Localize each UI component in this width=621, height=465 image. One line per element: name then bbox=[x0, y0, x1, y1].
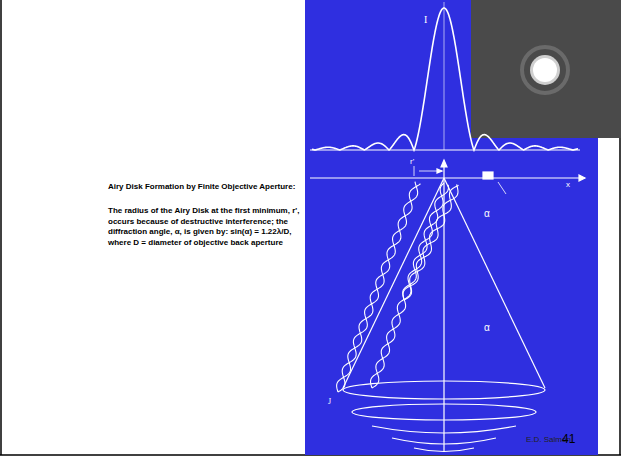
axes bbox=[310, 2, 585, 452]
airy-photo bbox=[471, 0, 621, 138]
radius-label: r' bbox=[410, 158, 414, 167]
airy-profile bbox=[312, 8, 578, 150]
page-number: 41 bbox=[562, 433, 575, 446]
wave-path bbox=[403, 184, 458, 300]
intensity-curve bbox=[312, 8, 578, 150]
slide-title: Airy Disk Formation by Finite Objective … bbox=[108, 182, 306, 193]
slide-border bbox=[0, 0, 2, 455]
wave-path bbox=[404, 185, 459, 300]
description-text: The radius of the Airy Disk at the first… bbox=[108, 206, 306, 248]
axis-label: I bbox=[424, 14, 427, 25]
angle-label: α bbox=[484, 208, 490, 219]
light-waves bbox=[337, 182, 459, 392]
axis-label: x bbox=[566, 181, 570, 190]
blue-panel bbox=[305, 0, 598, 455]
wave-label: J bbox=[328, 398, 331, 407]
angle-label: α bbox=[484, 322, 490, 333]
